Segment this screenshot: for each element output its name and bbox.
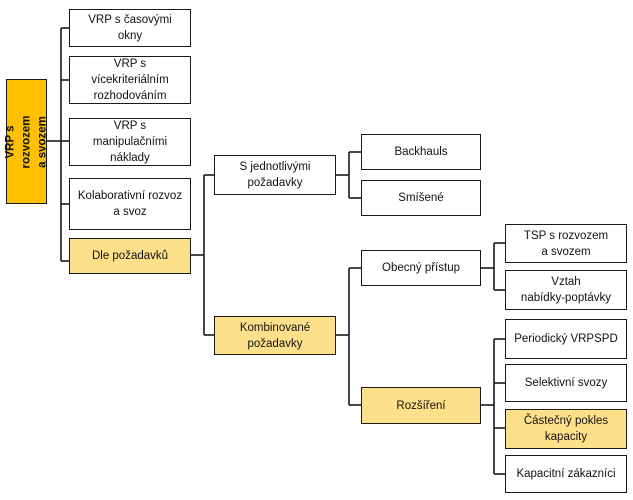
node-vrp-casova-okna: VRP s časovými okny	[69, 9, 191, 47]
root-node: VRP s rozvozem a svozem	[5, 79, 49, 204]
node-label: Rozšíření	[396, 399, 446, 412]
node-label: VRP s vícekriteriálním rozhodováním	[91, 58, 169, 102]
node-label: TSP s rozvozem a svozem	[523, 229, 609, 258]
node-label: VRP s manipulačními náklady	[92, 120, 168, 164]
node-label: Selektivní svozy	[524, 377, 608, 389]
node-castecny-pokles: Částečný pokles kapacity	[505, 409, 627, 449]
node-vrp-manipulacni: VRP s manipulačními náklady	[69, 118, 191, 166]
node-label: Dle požadavků	[91, 250, 169, 262]
node-label: Vztah nabídky-poptávky	[520, 276, 612, 304]
node-label: Kombinované požadavky	[239, 321, 311, 350]
node-rozsireni: Rozšíření	[361, 387, 481, 424]
node-s-jednotlivymi: S jednotlivými požadavky	[214, 155, 336, 195]
node-label: Kolaborativní rozvoz a svoz	[77, 190, 183, 218]
node-periodicky-vrpspd: Periodický VRPSPD	[505, 319, 627, 359]
node-vrp-vicekriterialni: VRP s vícekriteriálním rozhodováním	[69, 56, 191, 104]
node-label: Smíšené	[398, 192, 444, 204]
node-tsp: TSP s rozvozem a svozem	[505, 224, 627, 263]
node-label: Obecný přístup	[382, 262, 460, 274]
node-vztah-nabidky: Vztah nabídky-poptávky	[505, 270, 627, 310]
node-backhauls: Backhauls	[361, 134, 481, 170]
node-kombinovane: Kombinované požadavky	[214, 316, 336, 355]
node-selektivni-svozy: Selektivní svozy	[505, 364, 627, 402]
node-label: Periodický VRPSPD	[514, 333, 618, 345]
node-label: VRP s časovými okny	[88, 14, 172, 42]
node-label: Částečný pokles kapacity	[523, 415, 609, 443]
node-obecny-pristup: Obecný přístup	[361, 250, 481, 286]
node-kapacitni-zakaznici: Kapacitní zákazníci	[505, 455, 627, 493]
node-dle-pozadavku: Dle požadavků	[69, 238, 191, 274]
node-label: Backhauls	[394, 146, 448, 158]
root-node-label: VRP s rozvozem a svozem	[4, 114, 49, 169]
node-label: Kapacitní zákazníci	[516, 468, 616, 480]
node-kolaborativni: Kolaborativní rozvoz a svoz	[69, 178, 191, 230]
node-label: S jednotlivými požadavky	[239, 161, 311, 189]
node-smisene: Smíšené	[361, 180, 481, 216]
